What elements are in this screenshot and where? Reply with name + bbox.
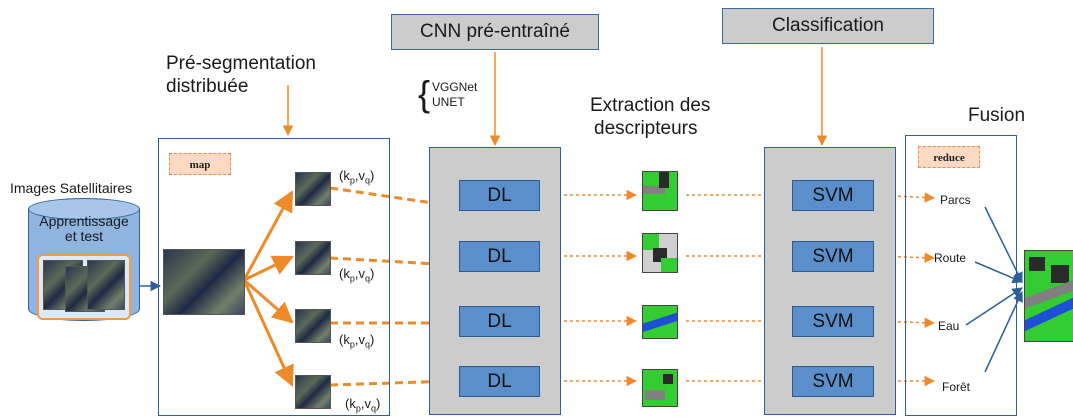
map-panel: map: [158, 138, 390, 416]
class-label-parcs: Parcs: [940, 193, 971, 207]
svm-block: SVM: [792, 180, 874, 211]
model-unet: UNET: [432, 95, 465, 109]
dl-to-descriptor-arrows: [540, 189, 936, 387]
satellite-tile-3: [295, 309, 331, 343]
images-satellitaires-label: Images Satellitaires: [10, 180, 133, 196]
classification-header-label: Classification: [772, 15, 884, 36]
descriptor-map-1: [642, 171, 678, 211]
dl-block: DL: [459, 180, 540, 211]
class-to-fusion-arrows: [965, 206, 1023, 373]
kv-label: (kp,vq): [345, 396, 381, 414]
database-cylinder: Apprentissage et test: [28, 198, 140, 333]
kv-label: (kp,vq): [339, 266, 375, 284]
fusion-title: Fusion: [968, 105, 1026, 126]
classification-header-box: Classification: [722, 8, 934, 44]
svm-block: SVM: [792, 306, 874, 337]
satellite-tile-1: [295, 172, 331, 206]
class-label-route: Route: [934, 251, 967, 265]
satellite-image-large: [163, 249, 245, 315]
cnn-header-label: CNN pré-entraîné: [420, 21, 570, 42]
extraction-title: Extraction des descripteurs: [590, 95, 711, 139]
kv-label: (kp,vq): [339, 168, 375, 186]
cnn-header-box: CNN pré-entraîné: [391, 14, 599, 50]
descriptor-map-3: [642, 305, 678, 339]
dl-block: DL: [459, 366, 540, 397]
descriptor-map-4: [642, 369, 678, 407]
map-tag: map: [169, 153, 231, 175]
fusion-result-map: [1024, 250, 1073, 342]
kv-label: (kp,vq): [339, 332, 375, 350]
database-images: [37, 254, 131, 320]
database-label: Apprentissage et test: [39, 213, 129, 244]
satellite-tile-2: [295, 241, 331, 275]
model-vggnet: VGGNet: [432, 80, 478, 94]
svm-block: SVM: [792, 241, 874, 272]
dl-block: DL: [459, 306, 540, 337]
reduce-panel: reduce Parcs Route Eau Forêt: [905, 135, 1017, 416]
cnn-panel: DL DL DL DL: [429, 147, 561, 415]
model-list: VGGNet UNET: [432, 80, 477, 110]
class-label-foret: Forêt: [942, 380, 971, 394]
fanout-arrows: [242, 190, 294, 387]
reduce-tag: reduce: [918, 146, 980, 168]
dl-block: DL: [459, 241, 540, 272]
preseg-title: Pré-segmentation distribuée: [166, 53, 316, 97]
classification-panel: SVM SVM SVM SVM: [764, 147, 896, 415]
satellite-tile-4: [295, 375, 331, 409]
class-label-eau: Eau: [938, 319, 960, 333]
svm-block: SVM: [792, 366, 874, 397]
brace-icon: {: [418, 73, 431, 114]
descriptor-map-2: [642, 233, 678, 273]
